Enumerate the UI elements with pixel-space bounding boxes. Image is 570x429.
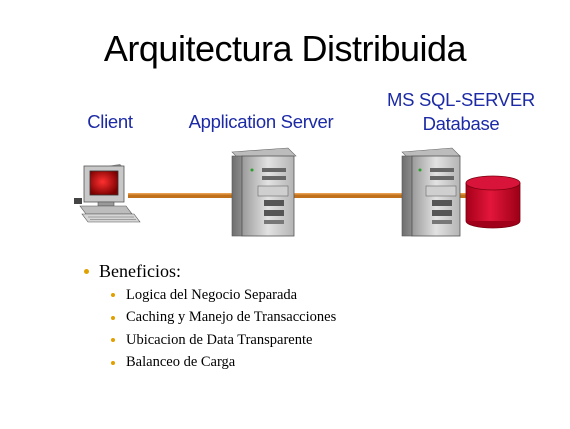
- database-label: MS SQL-SERVER Database: [378, 88, 544, 136]
- application-server-icon: [231, 147, 297, 237]
- list-item: Caching y Manejo de Transacciones: [111, 307, 336, 330]
- benefit-text: Logica del Negocio Separada: [126, 286, 298, 303]
- benefits-heading-row: Beneficios:: [78, 258, 336, 284]
- connector-client-app: [128, 193, 234, 198]
- list-item: Balanceo de Carga: [111, 352, 336, 375]
- connector-app-db: [292, 193, 402, 198]
- bullet-icon: [111, 360, 115, 365]
- benefit-text: Ubicacion de Data Transparente: [126, 331, 313, 348]
- application-server-label: Application Server: [188, 111, 334, 132]
- bullet-icon: [111, 315, 115, 320]
- slide-title: Arquitectura Distribuida: [103, 28, 467, 69]
- benefits-heading: Beneficios:: [99, 260, 181, 281]
- client-label: Client: [87, 111, 133, 132]
- database-label-line2: Database: [422, 113, 500, 134]
- connector-db-cylinder: [460, 193, 470, 198]
- bullet-icon: [111, 338, 115, 343]
- list-item: Ubicacion de Data Transparente: [111, 329, 336, 352]
- benefits-items: Logica del Negocio Separada Caching y Ma…: [111, 284, 336, 374]
- list-item: Logica del Negocio Separada: [111, 284, 336, 307]
- benefits-list: Beneficios: Logica del Negocio Separada …: [78, 258, 336, 374]
- database-cylinder-icon: [465, 175, 521, 229]
- benefit-text: Caching y Manejo de Transacciones: [126, 309, 337, 326]
- client-computer-icon: [74, 164, 141, 223]
- database-server-icon: [401, 147, 461, 237]
- benefit-text: Balanceo de Carga: [126, 354, 236, 371]
- database-label-line1: MS SQL-SERVER: [387, 89, 535, 110]
- bullet-icon: [111, 293, 115, 298]
- bullet-icon: [84, 268, 89, 274]
